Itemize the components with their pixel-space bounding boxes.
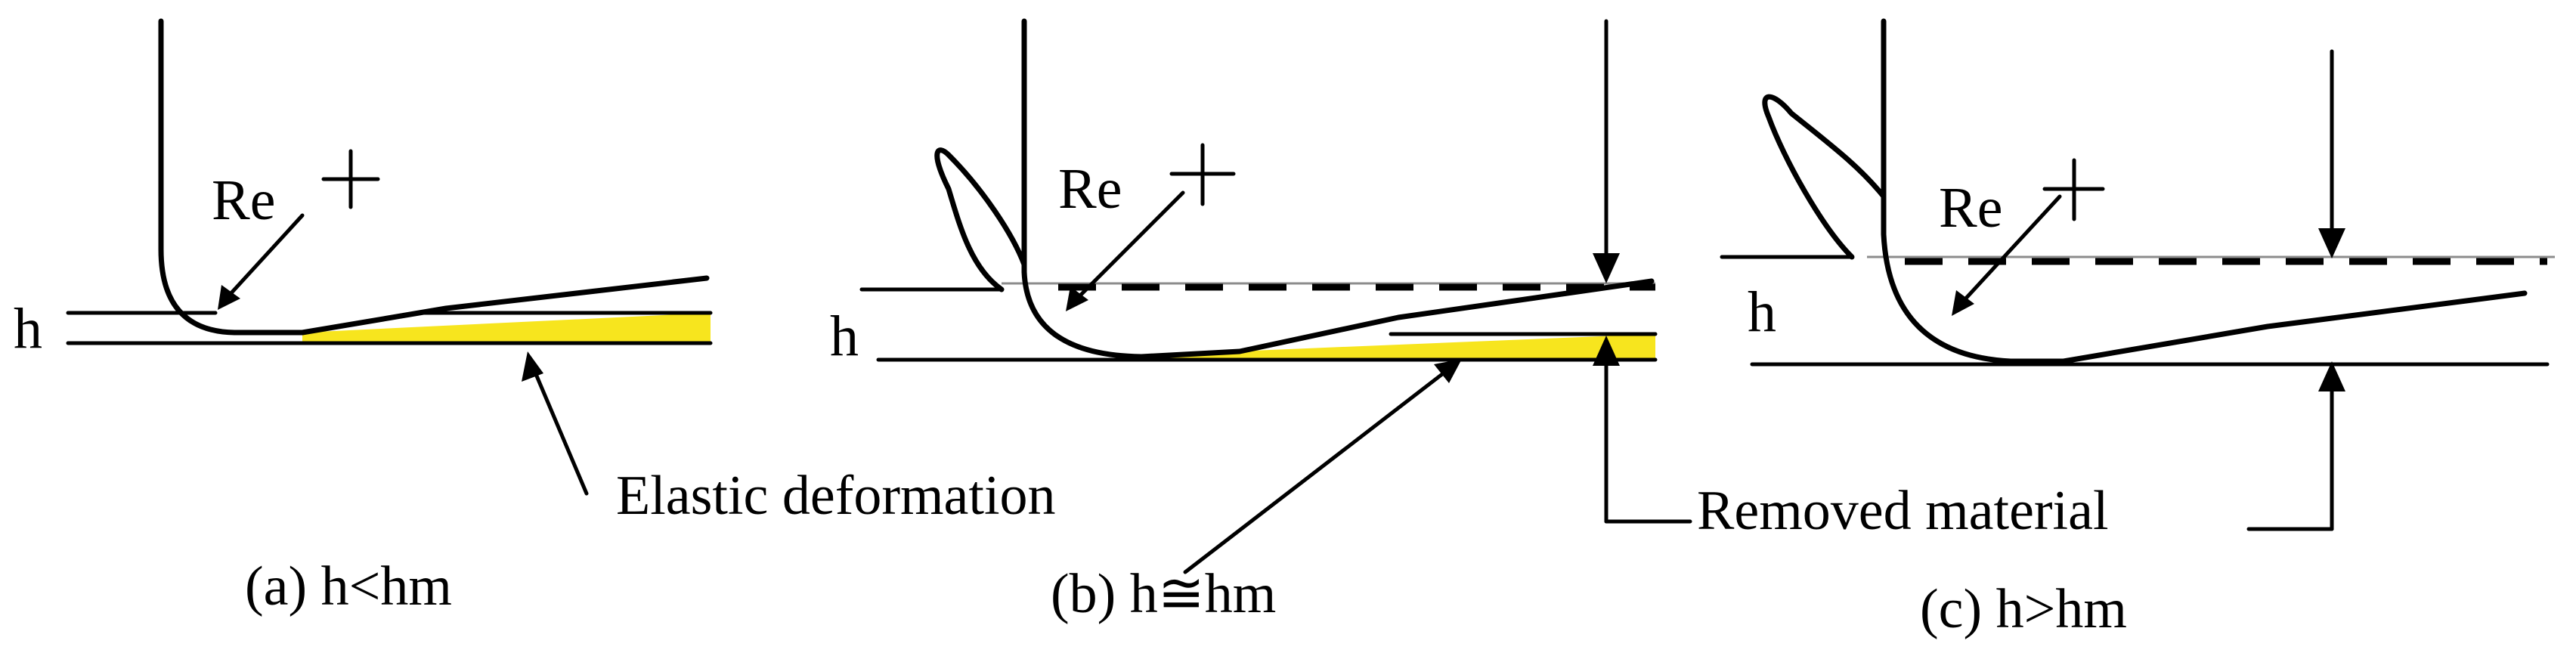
re-label-c: Re: [1939, 176, 2002, 240]
chip-b: [934, 147, 1027, 292]
depth-label-c: h: [1748, 280, 1776, 344]
re-arrow-line-b: [1075, 190, 1185, 301]
re-label-a: Re: [212, 169, 275, 232]
panel-a: Re h (a) h<hm: [14, 18, 713, 617]
caption-b: (b) h≅hm: [1051, 563, 1276, 625]
cutting-tool-b: [1021, 18, 1655, 360]
elastic-arrowhead: [522, 351, 543, 382]
depth-label-a: h: [14, 297, 42, 360]
elastic-deformation-region-a: [302, 313, 711, 343]
elastic-arrow-line: [531, 367, 589, 496]
elastic-deformation-label: Elastic deformation: [616, 465, 1056, 527]
re-arrowhead-a: [218, 285, 240, 310]
elastic-deformation-region-b: [1141, 334, 1655, 358]
up-arrowhead-b: [1593, 336, 1620, 366]
down-arrowhead-c: [2318, 228, 2345, 258]
cutting-tool-a: [158, 18, 710, 336]
caption-a: (a) h<hm: [245, 555, 452, 617]
re-arrow-line-c: [1960, 194, 2062, 305]
panel-b: Re h (b) h≅hm: [830, 18, 1692, 625]
cutting-tool-c: [1881, 18, 2528, 364]
caption-c: (c) h>hm: [1920, 578, 2127, 640]
re-arrowhead-b: [1066, 286, 1088, 311]
re-arrowhead-c: [1952, 290, 1974, 316]
up-arrowhead-c: [2318, 361, 2345, 391]
down-arrowhead-b: [1593, 253, 1620, 283]
elastic-arrow-line-b: [1183, 370, 1447, 574]
re-label-b: Re: [1058, 157, 1122, 221]
panel-c: Re h (c) h>hm: [1720, 18, 2555, 640]
depth-label-b: h: [830, 305, 859, 368]
chip-c: [1762, 94, 1887, 260]
re-arrow-line-a: [226, 213, 305, 299]
elastic-arrowhead-b: [1434, 359, 1462, 383]
removed-material-label: Removed material: [1697, 480, 2109, 542]
